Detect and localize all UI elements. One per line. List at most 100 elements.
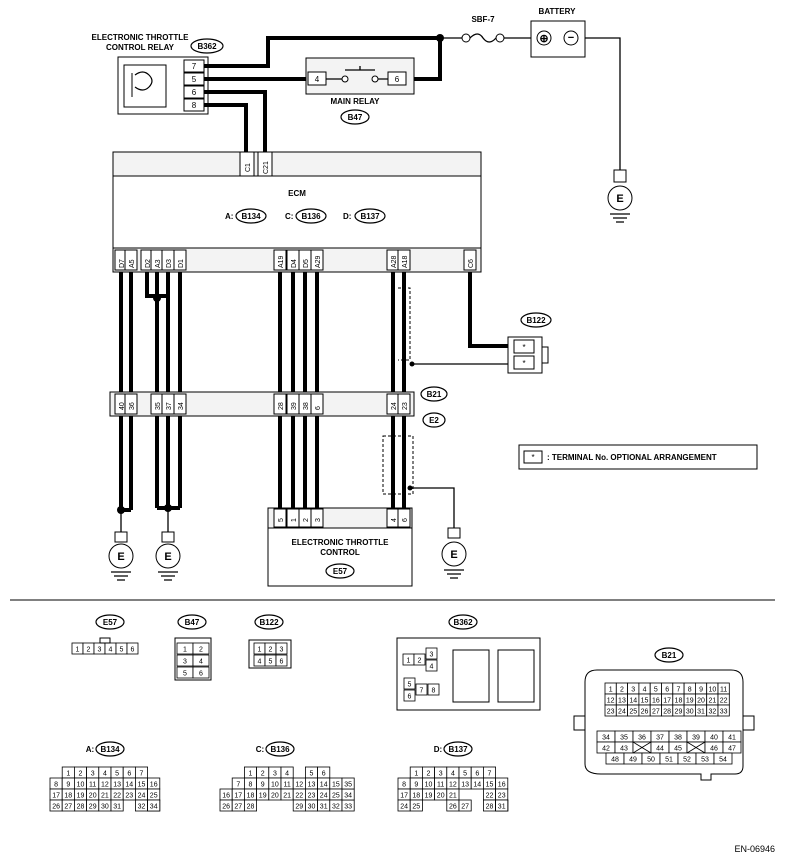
pin-5: 5 <box>269 659 273 666</box>
pin-cell <box>341 777 355 790</box>
pin-11: 11 <box>89 782 96 789</box>
pin-10: 10 <box>77 782 85 789</box>
battery-label: BATTERY <box>539 7 577 16</box>
joint-pin-23: 23 <box>402 402 409 410</box>
ground-2: E <box>155 508 181 581</box>
pin-14: 14 <box>320 782 328 789</box>
pin-8: 8 <box>402 782 406 789</box>
joint-pin-40: 40 <box>119 402 126 410</box>
pin-15: 15 <box>641 698 649 705</box>
pin-12: 12 <box>607 698 615 705</box>
etc-pin-6: 6 <box>402 518 409 522</box>
pin-19: 19 <box>77 793 85 800</box>
ecm-pin-a3: A3 <box>155 259 162 268</box>
pin-6: 6 <box>127 771 131 778</box>
pin-7: 7 <box>420 688 424 695</box>
pin-9: 9 <box>414 782 418 789</box>
pin-1: 1 <box>258 647 262 654</box>
pin-46: 46 <box>710 746 718 753</box>
pin-38: 38 <box>674 735 682 742</box>
etc-pin-2: 2 <box>303 518 310 522</box>
pin-6: 6 <box>322 771 326 778</box>
ecm-label: ECM <box>288 189 306 198</box>
pin-4: 4 <box>643 687 647 694</box>
etc-label-line2: CONTROL <box>320 548 360 557</box>
pin-27: 27 <box>234 804 242 811</box>
pin-24: 24 <box>138 793 146 800</box>
battery-symbol: ⊕ − <box>530 20 586 58</box>
pin-33: 33 <box>720 709 728 716</box>
ecm-pin-box <box>463 249 477 271</box>
pin-42: 42 <box>602 746 610 753</box>
pin-31: 31 <box>113 804 121 811</box>
legend-text: : TERMINAL No. OPTIONAL ARRANGEMENT <box>547 453 717 462</box>
svg-text:C:: C: <box>285 212 293 221</box>
pin-27: 27 <box>461 804 469 811</box>
pin-30: 30 <box>101 804 109 811</box>
pin-3: 3 <box>280 647 284 654</box>
b122-view-badge <box>254 614 284 630</box>
etc-pin-box <box>310 508 324 528</box>
wire-relay6-to-ecm-c21 <box>204 90 267 152</box>
b122-badge: B122 <box>520 312 552 328</box>
ecm-pin-a18: A18 <box>402 255 409 268</box>
main-relay-connector-badge: B47 <box>340 109 370 125</box>
pin-16: 16 <box>150 782 158 789</box>
pin-8: 8 <box>54 782 58 789</box>
ecm-pin-a19: A19 <box>278 255 285 268</box>
pin-17: 17 <box>663 698 671 705</box>
pin-4: 4 <box>258 659 262 666</box>
pin-10: 10 <box>425 782 433 789</box>
etc-pin-1: 1 <box>291 518 298 522</box>
pin-27: 27 <box>64 804 72 811</box>
pin-17: 17 <box>400 793 408 800</box>
pin-29: 29 <box>295 804 303 811</box>
pin-40: 40 <box>710 735 718 742</box>
pin-7: 7 <box>488 771 492 778</box>
pin-cell <box>413 653 426 666</box>
ecm-pin-a5: A5 <box>129 259 136 268</box>
pin-3: 3 <box>273 771 277 778</box>
pin-35: 35 <box>620 735 628 742</box>
pin-34: 34 <box>602 735 610 742</box>
pin-4: 4 <box>285 771 289 778</box>
pin-15: 15 <box>486 782 494 789</box>
ecm-pin-d7: D7 <box>119 259 126 268</box>
svg-text:*: * <box>522 359 525 368</box>
svg-text:B136: B136 <box>270 745 290 754</box>
pin-9: 9 <box>66 782 70 789</box>
pin-5: 5 <box>120 647 124 654</box>
pin-23: 23 <box>308 793 316 800</box>
svg-text:B134: B134 <box>100 745 120 754</box>
doc-id: EN-06946 <box>734 844 775 854</box>
pin-34: 34 <box>344 793 352 800</box>
ground-3: E <box>441 527 467 579</box>
svg-text:E: E <box>616 193 623 205</box>
b47-view-badge <box>177 614 207 630</box>
svg-text:D:: D: <box>434 745 442 754</box>
relay-title-line2: CONTROL RELAY <box>106 43 175 52</box>
pin-13: 13 <box>308 782 316 789</box>
pin-25: 25 <box>332 793 340 800</box>
pin-11: 11 <box>283 782 290 789</box>
etc-badge: E57 <box>325 563 355 579</box>
svg-text:*: * <box>531 453 534 462</box>
pin-5: 5 <box>408 682 412 689</box>
pin-1: 1 <box>609 687 613 694</box>
pin-4: 4 <box>199 659 203 666</box>
relay-title-line1: ELECTRONIC THROTTLE <box>92 33 190 42</box>
pin-2: 2 <box>261 771 265 778</box>
relay-pin-7: 7 <box>192 62 197 71</box>
joint-pin-35: 35 <box>155 402 162 410</box>
joint-pin-6: 6 <box>315 406 322 410</box>
pin-5: 5 <box>310 771 314 778</box>
ecm-pin-c6: C6 <box>468 259 475 268</box>
pin-1: 1 <box>407 658 411 665</box>
ecm-pin-d2: D2 <box>145 259 152 268</box>
etc-pin-box <box>273 508 287 528</box>
pin-20: 20 <box>437 793 445 800</box>
b21-badge: B21 <box>420 386 448 402</box>
pin-34: 34 <box>150 804 158 811</box>
